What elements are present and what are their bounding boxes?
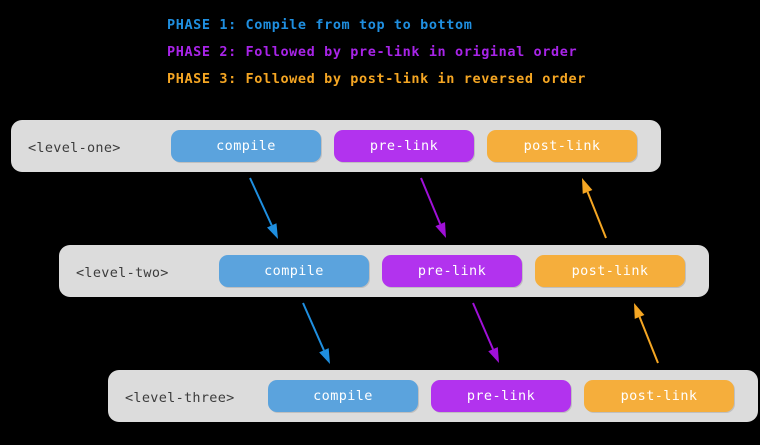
level-row-three: <level-three> compile pre-link post-link [108,370,758,422]
level-two-phase-post-link[interactable]: post-link [535,255,685,287]
level-two-phases: compile pre-link post-link [219,255,685,287]
level-two-label-wrap: <level-two> [59,262,219,281]
level-one-label-wrap: <level-one> [11,137,171,156]
postlink-three-to-two-arrow [634,303,659,364]
prelink-two-to-three-arrow [472,302,499,363]
level-two-phase-compile[interactable]: compile [219,255,369,287]
prelink-one-to-two-arrow [420,177,446,238]
postlink-two-to-one-arrow [582,178,607,239]
level-three-phase-post-link[interactable]: post-link [584,380,734,412]
level-one-phases: compile pre-link post-link [171,130,637,162]
compile-one-to-two-arrow [249,177,278,239]
legend: PHASE 1: Compile from top to bottom PHAS… [167,12,727,93]
legend-line-phase-2: PHASE 2: Followed by pre-link in origina… [167,44,578,60]
compile-two-to-three-arrow [302,302,330,364]
level-two-label: <level-two> [76,264,169,281]
level-one-phase-pre-link[interactable]: pre-link [334,130,474,162]
level-three-label-wrap: <level-three> [108,387,268,406]
level-three-phase-compile[interactable]: compile [268,380,418,412]
level-one-phase-compile[interactable]: compile [171,130,321,162]
legend-line-phase-3: PHASE 3: Followed by post-link in revers… [167,71,586,87]
level-row-one: <level-one> compile pre-link post-link [11,120,661,172]
level-one-phase-post-link[interactable]: post-link [487,130,637,162]
level-one-label: <level-one> [28,139,121,156]
level-two-phase-pre-link[interactable]: pre-link [382,255,522,287]
level-three-label: <level-three> [125,389,235,406]
level-row-two: <level-two> compile pre-link post-link [59,245,709,297]
level-three-phases: compile pre-link post-link [268,380,734,412]
legend-line-phase-1: PHASE 1: Compile from top to bottom [167,17,473,33]
level-three-phase-pre-link[interactable]: pre-link [431,380,571,412]
